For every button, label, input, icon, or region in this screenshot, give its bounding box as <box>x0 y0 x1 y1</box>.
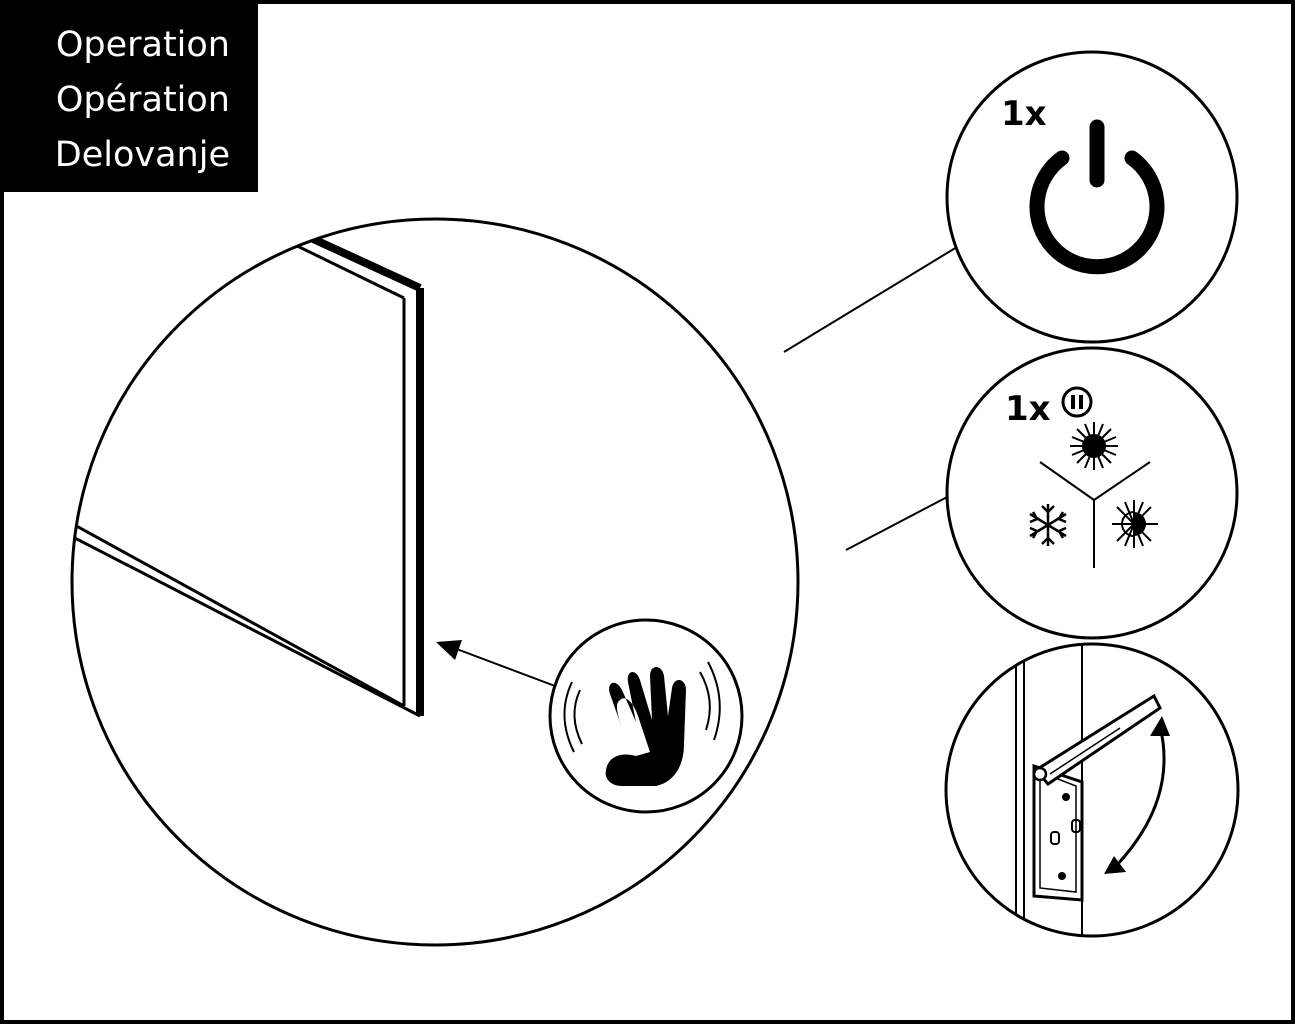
wall-bracket-hinge-icon <box>1015 644 1170 936</box>
title-english: Operation <box>55 25 230 65</box>
heater-detail-circle <box>70 217 800 947</box>
snowflake-icon <box>1029 504 1067 546</box>
hinge-circle <box>944 642 1240 938</box>
mode-circle[interactable]: 1x <box>945 346 1239 640</box>
pause-icon <box>1061 386 1093 418</box>
title-slovenian: Delovanje <box>54 135 230 175</box>
connector-line-mode <box>845 494 952 551</box>
power-icon <box>1029 119 1165 275</box>
power-press-count: 1x <box>1001 94 1047 134</box>
title-box: Operation Opération Delovanje <box>4 4 258 192</box>
title-french: Opération <box>55 80 230 120</box>
hand-wave-icon <box>563 661 721 786</box>
half-sun-icon <box>1112 500 1158 548</box>
mode-press-count: 1x <box>1005 389 1051 429</box>
connector-line-power <box>783 246 958 353</box>
power-circle[interactable]: 1x <box>945 50 1239 344</box>
hand-wave-circle <box>548 618 744 814</box>
sun-icon <box>1070 422 1118 470</box>
